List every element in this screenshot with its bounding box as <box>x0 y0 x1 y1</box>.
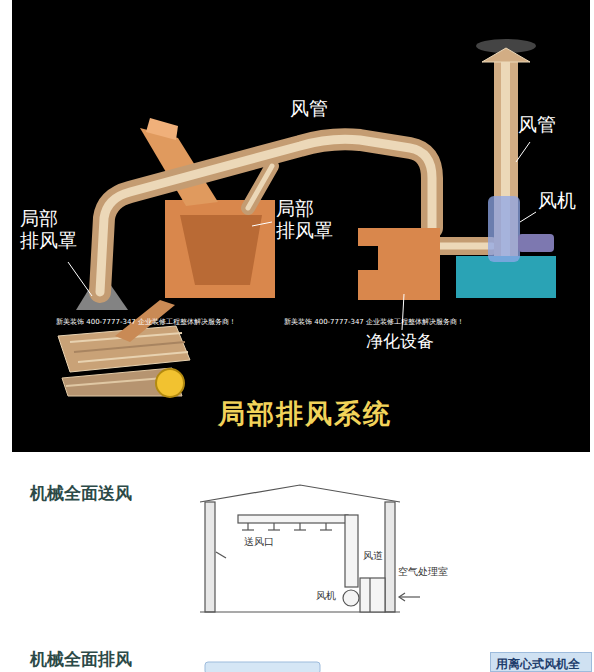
building <box>200 485 420 612</box>
fan-label: 风机 <box>538 190 576 212</box>
duct-label: 风管 <box>518 114 556 136</box>
part-label: 风机 <box>316 590 336 602</box>
part-label: 风道 <box>363 550 383 562</box>
purifier <box>358 228 440 300</box>
note-text: 用离心式风机全 <box>491 656 580 672</box>
note-box: 用离心式风机全 <box>490 652 592 672</box>
section-heading: 机械全面送风 <box>30 484 132 504</box>
leader-line <box>68 142 536 330</box>
diagram-title: 局部排风系统 <box>218 398 392 429</box>
hood-label: 局部 排风罩 <box>20 208 85 252</box>
bottom-box <box>205 662 320 672</box>
section-heading: 机械全面排风 <box>30 650 132 670</box>
fan-stack <box>456 39 556 298</box>
watermark: 新美装饰 400-7777-347 企业装修工程整体解决服务商！ <box>56 318 236 326</box>
hood-housing <box>140 118 275 298</box>
purifier-label: 净化设备 <box>366 332 434 352</box>
part-label: 空气处理室 <box>398 566 448 578</box>
part-label: 送风口 <box>244 536 274 548</box>
duct-label: 风管 <box>290 98 328 120</box>
hood-label: 局部 排风罩 <box>276 198 341 242</box>
dark-panel <box>12 0 590 452</box>
watermark: 新美装饰 400-7777-347 企业装修工程整体解决服务商！ <box>284 318 464 326</box>
